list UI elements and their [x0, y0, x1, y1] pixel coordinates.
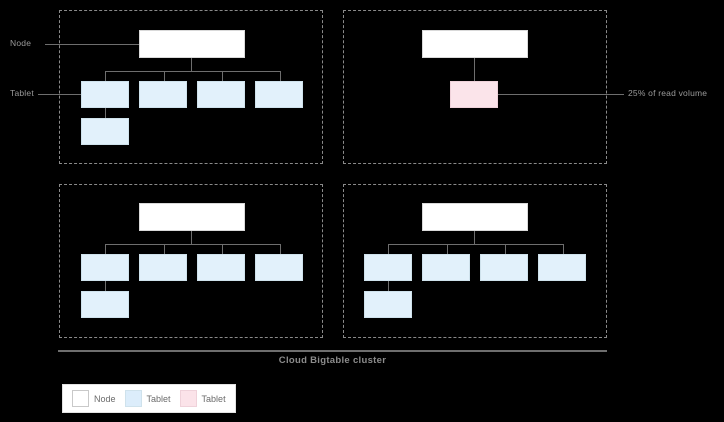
bus-drop-connector [280, 71, 281, 81]
tablet-box[interactable] [81, 254, 129, 281]
bus-drop-connector [563, 244, 564, 254]
hot-tablet-swatch-icon [179, 390, 197, 407]
tablet-box[interactable] [480, 254, 528, 281]
tablet-box[interactable] [422, 254, 470, 281]
node-box[interactable] [139, 30, 245, 58]
node-annotation-label: Node [10, 38, 32, 48]
bus-drop-connector [447, 244, 448, 254]
bus-drop-connector [105, 71, 106, 81]
tablet-bus-connector [388, 244, 564, 245]
legend-item-node: Node [72, 390, 116, 407]
hot-tablet-box[interactable] [450, 81, 498, 108]
tablet-box[interactable] [139, 81, 187, 108]
node-box[interactable] [422, 30, 528, 58]
cluster-rule [58, 350, 607, 352]
node-box[interactable] [139, 203, 245, 231]
tablet-stack-connector [105, 108, 106, 118]
hot-tablet-annotation-leader [498, 94, 624, 95]
cluster-panel-top-left [59, 10, 323, 164]
bus-drop-connector [164, 244, 165, 254]
tablet-box[interactable] [197, 254, 245, 281]
tablet-annotation-leader [38, 94, 85, 95]
tablet-stack-connector [105, 281, 106, 291]
bus-drop-connector [222, 244, 223, 254]
tablet-box[interactable] [538, 254, 586, 281]
tablet-bus-connector [105, 71, 281, 72]
tablet-bus-connector [105, 244, 281, 245]
node-to-bus-connector [191, 231, 192, 244]
tablet-box[interactable] [81, 81, 129, 108]
tablet-box[interactable] [255, 81, 303, 108]
tablet-box[interactable] [364, 254, 412, 281]
legend: Node Tablet Tablet [62, 384, 236, 413]
node-to-bus-connector [191, 58, 192, 71]
tablet-swatch-icon [124, 390, 142, 407]
legend-item-tablet: Tablet [124, 390, 171, 407]
tablet-stack-connector [388, 281, 389, 291]
tablet-box[interactable] [255, 254, 303, 281]
bus-drop-connector [388, 244, 389, 254]
cluster-caption: Cloud Bigtable cluster [278, 355, 387, 366]
hot-tablet-annotation-label: 25% of read volume [628, 88, 708, 98]
cluster-panel-top-right [343, 10, 607, 164]
legend-label: Tablet [146, 393, 171, 404]
tablet-box[interactable] [81, 118, 129, 145]
node-to-bus-connector [474, 231, 475, 244]
tablet-box[interactable] [197, 81, 245, 108]
bus-drop-connector [280, 244, 281, 254]
node-annotation-leader [45, 44, 141, 45]
tablet-annotation-label: Tablet [10, 88, 34, 98]
node-swatch-icon [72, 390, 89, 407]
tablet-box[interactable] [364, 291, 412, 318]
legend-item-hot-tablet: Tablet [179, 390, 226, 407]
tablet-box[interactable] [139, 254, 187, 281]
tablet-box[interactable] [81, 291, 129, 318]
cluster-panel-bottom-left [59, 184, 323, 338]
node-to-tablet-connector [474, 58, 475, 81]
legend-label: Tablet [201, 393, 226, 404]
cluster-panel-bottom-right [343, 184, 607, 338]
legend-label: Node [94, 393, 116, 404]
bus-drop-connector [105, 244, 106, 254]
bus-drop-connector [505, 244, 506, 254]
bus-drop-connector [222, 71, 223, 81]
bus-drop-connector [164, 71, 165, 81]
node-box[interactable] [422, 203, 528, 231]
